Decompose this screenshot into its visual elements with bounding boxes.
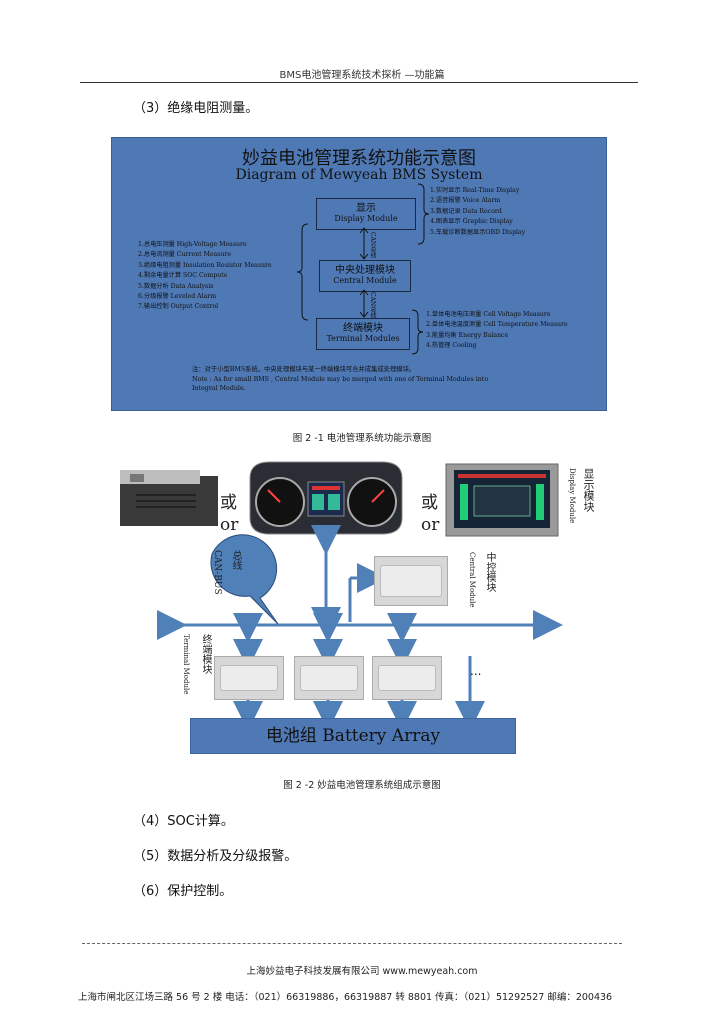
can-label-bottom: CAN总线	[369, 292, 376, 319]
battery-array: 电池组 Battery Array	[190, 718, 516, 754]
instrument-cluster	[249, 461, 403, 535]
list-item: 7.输出控制 Output Control	[138, 303, 219, 311]
display-module-box: 显示 Display Module	[316, 198, 416, 230]
or-zh: 或	[220, 493, 237, 513]
terminal-module-label-zh: 终端模块	[200, 634, 211, 674]
terminal-module-device	[294, 656, 364, 700]
list-item: 2.总电流测量 Current Measure	[138, 251, 232, 259]
footer-divider	[82, 943, 622, 944]
terminal-module-box: 终端模块 Terminal Modules	[316, 318, 410, 350]
or-en: or	[421, 515, 440, 535]
footer-company: 上海妙益电子科技发展有限公司 www.mewyeah.com	[246, 966, 478, 977]
central-module-label-en: Central Module	[468, 552, 476, 608]
display-device-small	[120, 470, 218, 526]
touch-display-device	[445, 463, 559, 537]
central-module-box: 中央处理模块 Central Module	[319, 260, 411, 292]
bms-function-diagram: 妙益电池管理系统功能示意图 Diagram of Mewyeah BMS Sys…	[111, 137, 607, 411]
list-item: 1.总电压测量 High-Voltage Measure	[138, 241, 247, 248]
or-zh: 或	[421, 493, 438, 513]
list-item: 3.绝缘电阻测量 Insulation Resistor Measure	[138, 261, 272, 269]
can-bus-lines	[157, 525, 563, 731]
can-label-top: CAN总线	[369, 232, 376, 259]
display-module-label-zh: 显示模块	[582, 468, 595, 512]
list-item: 1.单体电池电压测量 Cell Voltage Measure	[426, 311, 551, 318]
list-item: 3.数据记录 Data Record	[430, 207, 502, 215]
can-bus-label-en: CAN-BUS	[212, 550, 222, 595]
figure-caption-2: 图 2 -2 妙益电池管理系统组成示意图	[283, 780, 441, 791]
list-item: 4.剩余电量计算 SOC Compute	[138, 272, 228, 280]
list-item: 3.能量均衡 Energy Balance	[426, 331, 509, 339]
list-item: 2.单体电池温度测量 Cell Temperature Measure	[426, 321, 568, 329]
figure-caption-1: 图 2 -1 电池管理系统功能示意图	[292, 433, 432, 444]
display-module-label-en: Display Module	[568, 468, 576, 524]
or-label-right: 或 or	[421, 492, 439, 536]
list-item: 6.分级报警 Leveled Alarm	[138, 293, 217, 301]
header-divider	[80, 82, 638, 83]
more-modules-ellipsis: ...	[470, 664, 482, 678]
terminal-module-label-en: Terminal Module	[182, 634, 190, 695]
note-en-line1: Note : As for small BMS , Central Module…	[192, 375, 489, 383]
section-3-heading: （3）绝缘电阻测量。	[133, 101, 259, 116]
can-bus-label-zh: 总线	[230, 550, 241, 570]
central-module-device	[374, 556, 448, 606]
terminal-function-list: 1.单体电池电压测量 Cell Voltage Measure 2.单体电池温度…	[426, 310, 568, 352]
bms-composition-diagram: 或 or 或 or 显示模块 Display Module	[110, 458, 610, 758]
display-function-list: 1.实时显示 Real-Time Display 2.语音报警 Voice Al…	[430, 186, 525, 238]
section-5-heading: （5）数据分析及分级报警。	[133, 849, 298, 864]
list-item: 5.车载诊断数据显示OBD Display	[430, 228, 526, 236]
diagram-title-en: Diagram of Mewyeah BMS System	[235, 167, 483, 183]
central-module-label-zh: 中控模块	[484, 552, 495, 592]
diagram-connectors	[296, 183, 430, 355]
terminal-module-device	[372, 656, 442, 700]
list-item: 4.图表显示 Graphic Display	[430, 218, 513, 226]
or-label-left: 或 or	[220, 492, 238, 536]
diagram-note: 注：对于小型BMS系统，中央处理模块与某一终端模块可合并成集成处理模块。 Not…	[192, 365, 488, 394]
footer-address: 上海市闸北区江场三路 56 号 2 楼 电话：（021）66319886，663…	[78, 992, 613, 1003]
list-item: 2.语音报警 Voice Alarm	[430, 197, 501, 205]
or-en: or	[220, 515, 239, 535]
diagram-title-zh: 妙益电池管理系统功能示意图	[242, 148, 476, 169]
running-header: BMS电池管理系统技术探析 —功能篇	[279, 70, 445, 81]
note-en-line2: Integral Module.	[192, 385, 246, 392]
section-6-heading: （6）保护控制。	[133, 884, 233, 899]
central-function-list: 1.总电压测量 High-Voltage Measure 2.总电流测量 Cur…	[138, 240, 272, 313]
list-item: 4.热管理 Cooling	[426, 342, 477, 350]
section-4-heading: （4）SOC计算。	[133, 814, 234, 829]
terminal-module-device	[214, 656, 284, 700]
note-zh: 注：对于小型BMS系统，中央处理模块与某一终端模块可合并成集成处理模块。	[192, 366, 416, 373]
list-item: 5.数据分析 Data Analysis	[138, 282, 214, 290]
list-item: 1.实时显示 Real-Time Display	[430, 187, 520, 194]
